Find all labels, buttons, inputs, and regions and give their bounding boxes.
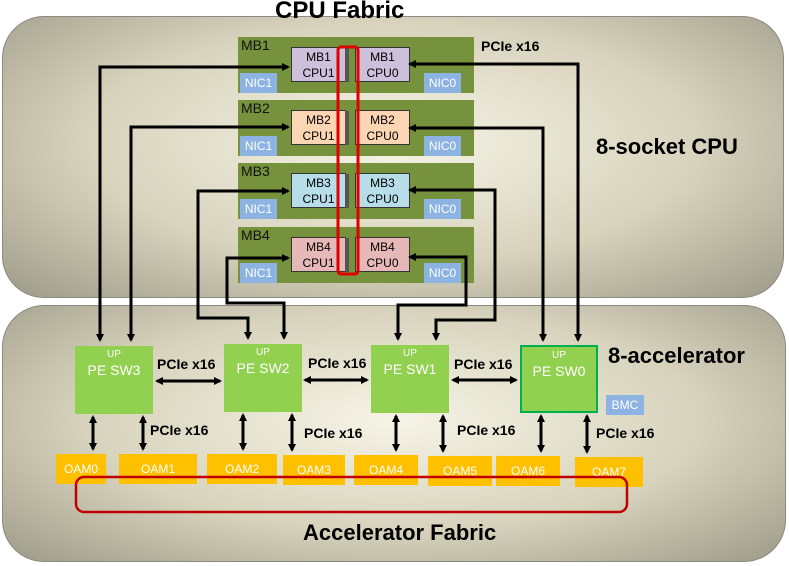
cpu-name: CPU0: [366, 192, 399, 206]
upstream-port-label: UP: [403, 348, 417, 359]
board-name: MB1: [370, 50, 395, 64]
pcie-link-label: PCIe x16: [457, 422, 516, 438]
pcie-link-label: PCIe x16: [150, 422, 209, 438]
cpu-name: CPU0: [366, 129, 399, 143]
pcie-link-label: PCIe x16: [157, 356, 216, 372]
cpu-name: CPU1: [302, 192, 335, 206]
upstream-port-label: UP: [552, 350, 566, 361]
cpu-section-title: 8-socket CPU: [596, 134, 738, 159]
upstream-port-label: UP: [256, 347, 270, 358]
pcie-switch-sw0: UP PE SW0: [520, 345, 598, 413]
pcie-link-label: PCIe x16: [454, 356, 513, 372]
link-mb4-cpu0-sw1: [394, 253, 468, 341]
pcie-link-label: PCIe x16: [596, 425, 655, 441]
oam-module: OAM5: [428, 456, 492, 486]
cpu-fabric-outline: [336, 45, 360, 276]
bmc-box: BMC: [606, 395, 644, 415]
cpu-fabric-title: CPU Fabric: [275, 0, 405, 24]
link-mb3-cpu0-sw1: [408, 186, 497, 341]
board-name: MB1: [306, 50, 331, 64]
link-mb1-cpu0-sw0: [408, 60, 582, 342]
oam-module: OAM7: [575, 457, 643, 487]
board-name: MB4: [370, 240, 395, 254]
cpu-divider: [345, 174, 349, 208]
board-name: MB3: [370, 176, 395, 190]
board-name: MB2: [370, 113, 395, 127]
switch-name: PE SW3: [87, 362, 141, 378]
cpu-name: CPU0: [366, 66, 399, 80]
oam-module: OAM6: [496, 456, 560, 486]
cpu-divider: [345, 48, 349, 82]
cpu-name: CPU0: [366, 256, 399, 270]
cpu-name: CPU1: [302, 256, 335, 270]
pcie-link-label: PCIe x16: [308, 355, 367, 371]
link-mb2-cpu0-sw0: [408, 124, 547, 342]
cpu-name: CPU1: [302, 129, 335, 143]
board-name: MB2: [306, 113, 331, 127]
link-mb2-cpu1-sw3: [127, 123, 290, 342]
oam-module: OAM2: [207, 454, 277, 484]
cpu-divider: [345, 111, 349, 145]
oam-module: OAM3: [283, 455, 345, 485]
oam-module: OAM0: [56, 454, 106, 484]
pcie-switch-sw1: UP PE SW1: [371, 345, 449, 413]
switch-name: PE SW0: [532, 363, 586, 379]
link-mb1-cpu1-sw3: [96, 63, 290, 342]
pcie-switch-sw2: UP PE SW2: [224, 344, 302, 412]
upstream-port-label: UP: [107, 349, 121, 360]
pcie-link-label: PCIe x16: [304, 425, 363, 441]
accelerator-fabric-outline: [74, 475, 629, 514]
oam-module: OAM1: [119, 454, 197, 484]
board-name: MB4: [306, 240, 331, 254]
cpu-divider: [345, 238, 349, 272]
link-mb4-cpu1-sw2: [225, 254, 290, 340]
board-name: MB3: [306, 176, 331, 190]
cpu-name: CPU1: [302, 66, 335, 80]
pcie-link-label: PCIe x16: [481, 38, 540, 54]
accelerator-fabric-title: Accelerator Fabric: [303, 520, 497, 545]
pcie-switch-sw3: UP PE SW3: [75, 346, 153, 414]
oam-module: OAM4: [354, 455, 418, 485]
link-mb3-cpu1-sw2: [196, 187, 290, 340]
board-label: MB1: [241, 37, 270, 53]
accelerator-section-title: 8-accelerator: [608, 343, 745, 368]
switch-name: PE SW1: [383, 361, 437, 377]
switch-name: PE SW2: [236, 360, 290, 376]
